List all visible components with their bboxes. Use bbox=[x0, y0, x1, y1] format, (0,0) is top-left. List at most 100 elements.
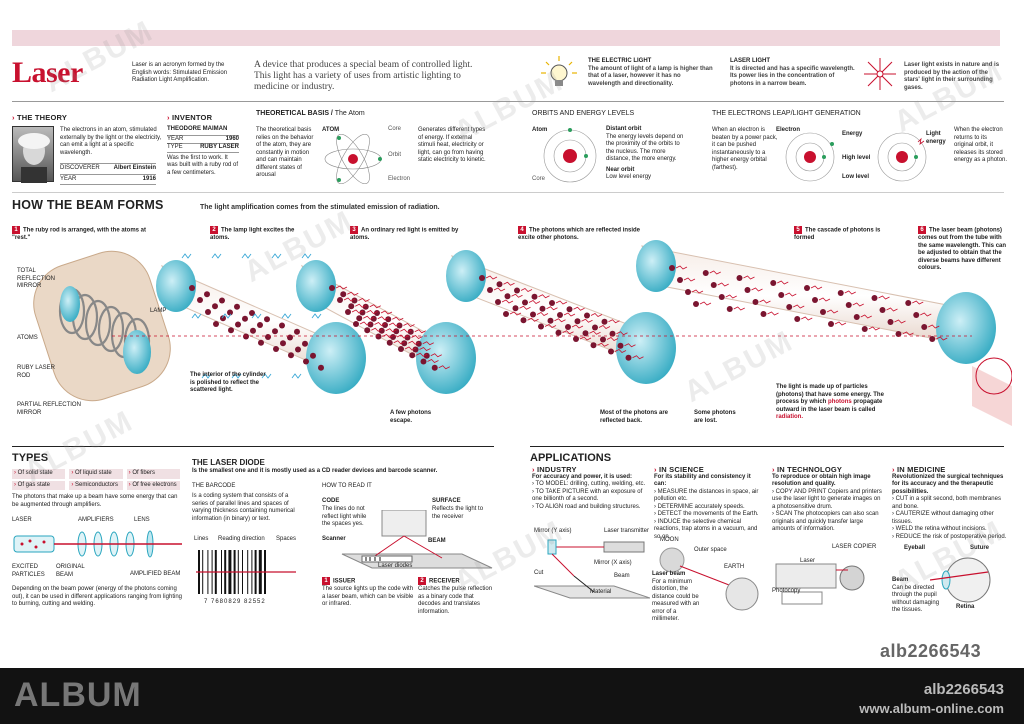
photon bbox=[554, 318, 566, 323]
atom-dot bbox=[257, 322, 263, 328]
atom-dot bbox=[303, 358, 309, 365]
spaces-label: Spaces bbox=[276, 536, 297, 542]
earth-label: EARTH bbox=[724, 564, 745, 570]
atom-dot bbox=[409, 352, 416, 359]
photon bbox=[936, 336, 948, 341]
photon bbox=[400, 328, 412, 333]
photon bbox=[427, 359, 439, 363]
photon bbox=[359, 321, 372, 326]
leap-text1: When an electron is beaten by a power pa… bbox=[712, 127, 778, 171]
photon bbox=[527, 317, 539, 322]
atom-dot bbox=[752, 299, 759, 305]
type-item-label: Of fibers bbox=[132, 470, 156, 476]
atom-dot bbox=[228, 327, 234, 334]
atom-dot bbox=[280, 340, 286, 347]
electric-light: THE ELECTRIC LIGHT The amount of light o… bbox=[588, 58, 714, 88]
code-text: The lines do not reflect light while the… bbox=[322, 506, 367, 527]
star-icon bbox=[864, 58, 896, 90]
science-sub: For its stability and consistency it can… bbox=[654, 473, 751, 488]
atom-dot bbox=[496, 281, 503, 288]
escape-note: A few photons escape. bbox=[390, 410, 432, 424]
atom-dot bbox=[348, 303, 355, 310]
science-title: IN SCIENCE bbox=[654, 466, 760, 474]
beam-step-number: 5 bbox=[794, 226, 802, 234]
total-mirror-label: TOTAL REFLECTION MIRROR bbox=[17, 268, 56, 289]
theory-rule bbox=[12, 192, 1004, 193]
inventor-year-label: YEAR bbox=[167, 135, 184, 142]
mirror-x-label: Mirror (X axis) bbox=[594, 560, 632, 566]
atom-dot bbox=[726, 306, 733, 312]
tech-laser-label: Laser bbox=[800, 558, 816, 564]
particles-note: The light is made up of particles (photo… bbox=[776, 384, 886, 422]
receiver-number: 2 bbox=[418, 577, 426, 585]
atom-dot bbox=[913, 312, 920, 318]
basis-text2: Generates different types of energy. If … bbox=[418, 127, 486, 163]
atom-dot bbox=[415, 340, 422, 347]
atom-dot bbox=[359, 309, 366, 316]
barcode bbox=[196, 550, 296, 594]
atom-dot bbox=[375, 333, 382, 340]
type-item-label: Of free electrons bbox=[132, 481, 177, 488]
diode-subtitle: Is the smallest one and it is mostly use… bbox=[192, 468, 438, 474]
atom-dot bbox=[861, 326, 868, 332]
photon bbox=[536, 312, 549, 316]
atom-dot bbox=[609, 330, 616, 337]
science-l4: › INDUCE the selective chemical reaction… bbox=[654, 518, 758, 540]
code-label: CODE bbox=[322, 498, 340, 504]
atom-dot bbox=[702, 270, 709, 276]
atom-dot bbox=[770, 280, 777, 286]
photon bbox=[675, 265, 688, 270]
atom-dot bbox=[503, 311, 509, 317]
photon bbox=[878, 295, 890, 300]
medicine-l4: › REDUCE the risk of postoperative perio… bbox=[892, 533, 1007, 540]
med-beam: Beam Can be directed through the pupil w… bbox=[892, 577, 942, 615]
atom-dot bbox=[318, 364, 324, 371]
atom-dot bbox=[249, 310, 255, 316]
basis-text: The theoretical basis relies on the beha… bbox=[256, 127, 314, 178]
bottom-rule-right bbox=[530, 446, 1004, 447]
lamp-label: LAMP bbox=[150, 308, 167, 314]
atom-dot bbox=[382, 322, 388, 328]
orbits-core-label: Core bbox=[532, 176, 546, 182]
beam-step-number: 6 bbox=[918, 226, 926, 234]
photon bbox=[347, 291, 359, 296]
electron-label: Electron bbox=[388, 176, 411, 182]
atom-dot bbox=[539, 305, 546, 312]
light-ray bbox=[241, 253, 252, 259]
medicine-l1: › CUT in a split second, both membranes … bbox=[892, 496, 1001, 510]
particles-c: propagate outward in the laser beam is c… bbox=[776, 399, 883, 413]
distant-orbit-title: Distant orbit bbox=[606, 126, 642, 132]
atom-dot bbox=[504, 293, 511, 300]
photon bbox=[511, 293, 523, 298]
particles-d: radiation. bbox=[776, 414, 804, 420]
atom-dot bbox=[804, 285, 810, 291]
beam-step-text: The photons which are reflected inside e… bbox=[518, 227, 641, 242]
outer-space-label: Outer space bbox=[694, 547, 727, 553]
photon bbox=[562, 330, 574, 335]
atom-dot bbox=[273, 346, 279, 352]
tube-cap bbox=[156, 260, 196, 312]
atom-dot bbox=[302, 340, 308, 347]
atom-dot bbox=[608, 348, 614, 355]
atom-dot bbox=[590, 342, 597, 349]
atom-dot bbox=[574, 318, 581, 325]
beam-diagram bbox=[33, 240, 1012, 426]
inventor-text: Was the first to work. It was built with… bbox=[167, 154, 239, 176]
atom-dot bbox=[420, 358, 427, 365]
atom-dot bbox=[220, 315, 226, 322]
science-beam-text: For a minimum distortion, the distance c… bbox=[652, 578, 700, 623]
atom-dot bbox=[555, 329, 562, 336]
atom-dot bbox=[412, 346, 419, 353]
photon bbox=[801, 316, 813, 321]
inventor-name: THEODORE MAIMAN bbox=[167, 126, 239, 136]
photon bbox=[393, 340, 405, 345]
atom-dot bbox=[242, 315, 248, 322]
moon-label: MOON bbox=[660, 537, 679, 543]
science-l1: › MEASURE the distances in space, air po… bbox=[654, 488, 759, 503]
lamp-coil bbox=[97, 305, 125, 353]
atom-dot bbox=[353, 321, 359, 327]
